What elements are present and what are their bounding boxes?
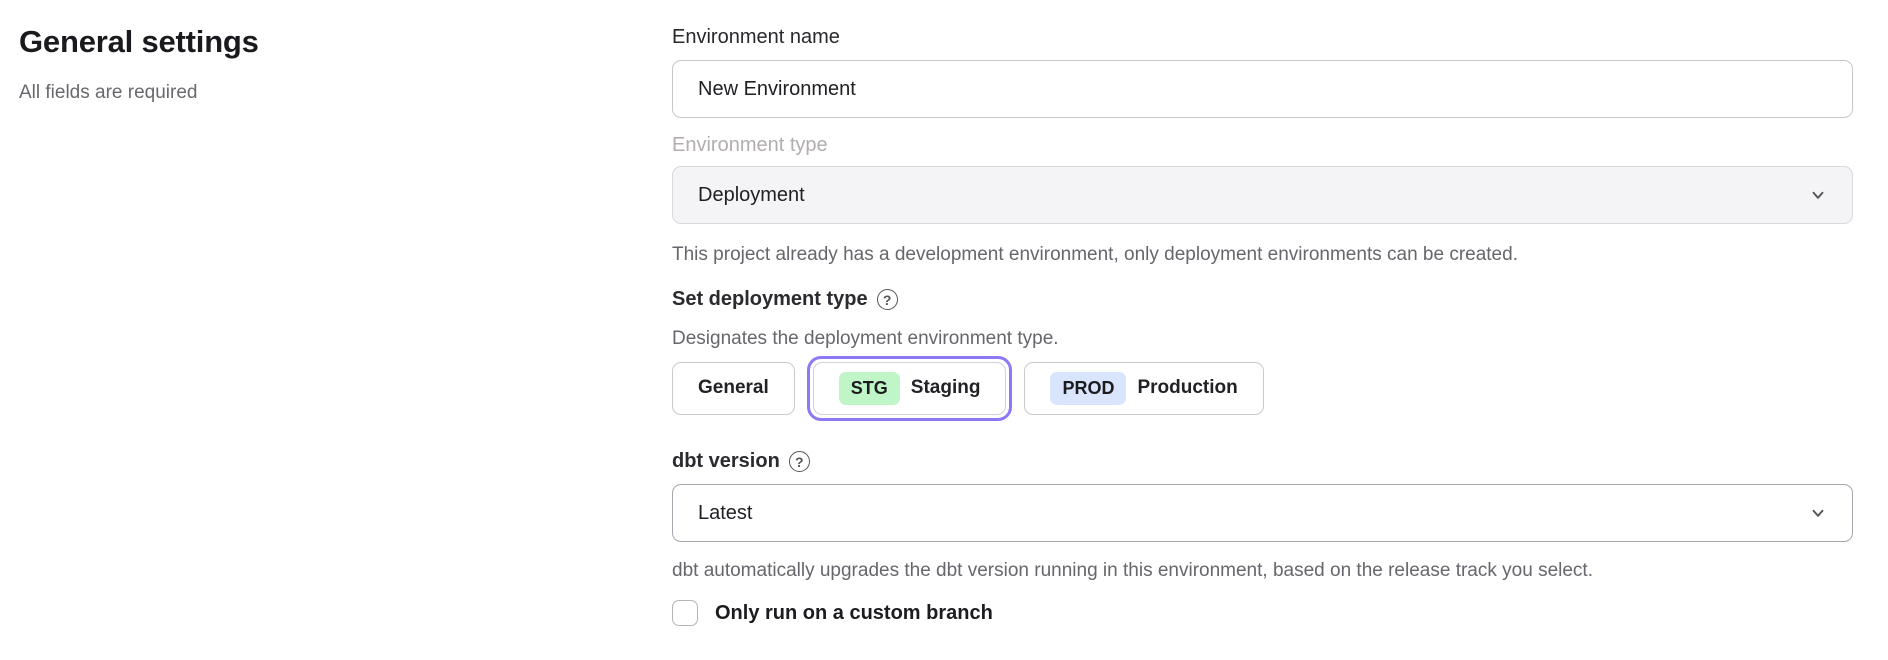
question-circle-icon[interactable]: ? bbox=[788, 451, 810, 472]
dbt-version-value: Latest bbox=[698, 501, 753, 524]
environment-name-label: Environment name bbox=[672, 26, 840, 48]
selected-option-ring: STG Staging bbox=[806, 355, 1013, 421]
environment-settings-form: Environment name Environment type Deploy… bbox=[672, 0, 1853, 660]
staging-badge: STG bbox=[838, 371, 900, 405]
deployment-type-general-label: General bbox=[698, 377, 769, 398]
environment-type-helper: This project already has a development e… bbox=[672, 244, 1518, 265]
general-settings-header: General settings All fields are required bbox=[19, 24, 539, 104]
custom-branch-label[interactable]: Only run on a custom branch bbox=[715, 601, 993, 624]
deployment-type-section: Set deployment type ? bbox=[672, 288, 1853, 311]
question-circle-icon[interactable]: ? bbox=[876, 289, 898, 310]
deployment-type-general-button[interactable]: General bbox=[672, 361, 795, 415]
environment-type-value: Deployment bbox=[698, 183, 805, 206]
deployment-type-production-label: Production bbox=[1137, 377, 1238, 398]
dbt-version-select[interactable]: Latest bbox=[672, 484, 1853, 542]
custom-branch-row: Only run on a custom branch bbox=[672, 600, 1853, 626]
deployment-type-description: Designates the deployment environment ty… bbox=[672, 328, 1059, 349]
environment-type-select: Deployment bbox=[672, 166, 1853, 224]
dbt-version-section: dbt version ? bbox=[672, 450, 1853, 473]
production-badge: PROD bbox=[1050, 371, 1127, 405]
deployment-type-staging-label: Staging bbox=[910, 377, 981, 398]
deployment-type-production-button[interactable]: PROD Production bbox=[1024, 361, 1264, 415]
chevron-down-icon bbox=[1812, 191, 1824, 199]
environment-name-input[interactable] bbox=[672, 60, 1853, 118]
dbt-version-helper: dbt automatically upgrades the dbt versi… bbox=[672, 560, 1593, 581]
deployment-type-heading: Set deployment type bbox=[672, 288, 868, 310]
dbt-version-label: dbt version bbox=[672, 450, 780, 472]
page-subtitle: All fields are required bbox=[19, 82, 198, 103]
environment-type-label: Environment type bbox=[672, 134, 828, 156]
deployment-type-staging-button[interactable]: STG Staging bbox=[812, 361, 1007, 415]
custom-branch-checkbox[interactable] bbox=[672, 600, 698, 626]
page-title: General settings bbox=[19, 24, 259, 59]
chevron-down-icon bbox=[1812, 509, 1824, 517]
deployment-type-options: General STG Staging PROD Production bbox=[672, 354, 1853, 422]
